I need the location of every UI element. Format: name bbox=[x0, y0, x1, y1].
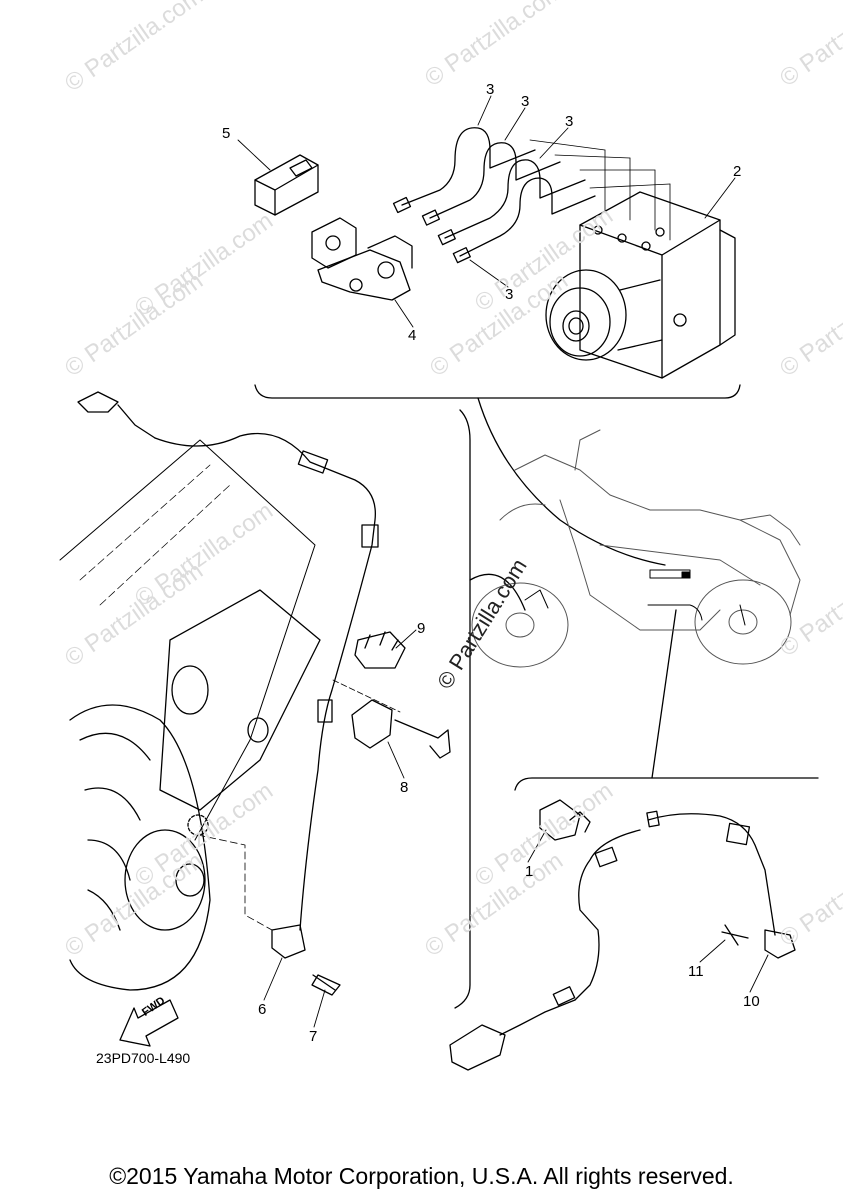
right-divider bbox=[454, 409, 471, 1009]
front-sensor-lead bbox=[77, 391, 379, 996]
part-2-abs-unit bbox=[545, 191, 736, 379]
rear-sensor-lead bbox=[449, 799, 796, 1071]
callout-3: 3 bbox=[565, 113, 574, 130]
top-group-bracket bbox=[254, 384, 741, 399]
part-4-brackets bbox=[311, 217, 413, 301]
callout-1: 1 bbox=[525, 863, 534, 880]
callout-2: 2 bbox=[733, 163, 742, 180]
callout-3: 3 bbox=[486, 81, 495, 98]
callout-5: 5 bbox=[222, 125, 231, 142]
fwd-arrow-icon bbox=[119, 999, 179, 1047]
callout-9: 9 bbox=[417, 620, 426, 637]
connector-bottom bbox=[651, 609, 677, 779]
part-8-9-clamp bbox=[332, 631, 451, 759]
connector-top bbox=[477, 397, 666, 566]
front-fork bbox=[59, 439, 321, 991]
callout-7: 7 bbox=[309, 1028, 318, 1045]
callout-6: 6 bbox=[258, 1001, 267, 1018]
callout-10: 10 bbox=[743, 993, 760, 1010]
copyright-notice: ©2015 Yamaha Motor Corporation, U.S.A. A… bbox=[109, 1163, 734, 1189]
part-3-brake-pipes bbox=[392, 127, 671, 264]
leader-lines bbox=[237, 95, 769, 1028]
callout-3: 3 bbox=[505, 286, 514, 303]
callout-8: 8 bbox=[400, 779, 409, 796]
motorcycle-silhouette bbox=[471, 429, 801, 668]
connector-left bbox=[469, 573, 526, 611]
diagram-code: 23PD700-L490 bbox=[96, 1050, 191, 1066]
callout-11: 11 bbox=[688, 963, 704, 980]
callout-4: 4 bbox=[408, 327, 417, 344]
bottom-right-bracket bbox=[514, 777, 819, 791]
part-5-connector bbox=[254, 154, 319, 216]
callout-3: 3 bbox=[521, 93, 530, 110]
